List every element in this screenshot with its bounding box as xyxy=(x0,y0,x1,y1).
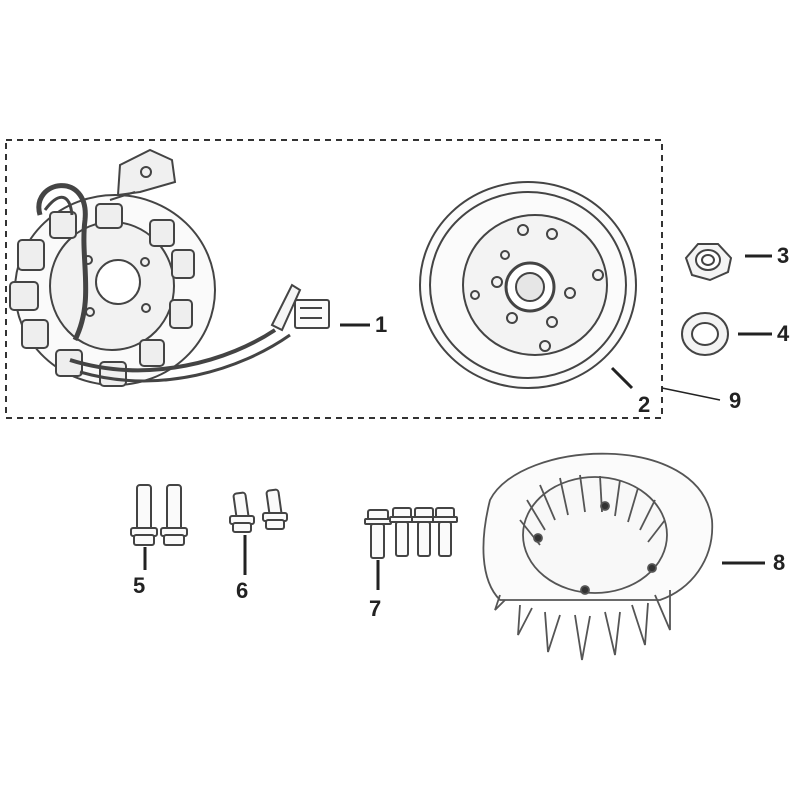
callout-4: 4 xyxy=(777,321,790,346)
washer xyxy=(681,312,729,356)
callout-6: 6 xyxy=(236,578,249,603)
hex-flange-nut xyxy=(684,243,733,282)
callout-5: 5 xyxy=(133,573,146,598)
callout-1: 1 xyxy=(375,312,388,337)
leader-line-9 xyxy=(661,387,721,401)
callout-7: 7 xyxy=(369,596,382,621)
callout-9: 9 xyxy=(729,388,742,413)
flange-bolt-set-of-four xyxy=(364,507,458,559)
cooling-fan xyxy=(482,452,714,661)
flywheel-rotor xyxy=(419,181,637,389)
stator-coil-assembly xyxy=(9,148,330,387)
flange-bolt-pair-short xyxy=(229,488,288,533)
callout-8: 8 xyxy=(773,550,786,575)
callout-3: 3 xyxy=(777,243,790,268)
callout-2: 2 xyxy=(638,392,651,417)
flange-bolt-pair-long xyxy=(130,484,188,546)
assembly-frame xyxy=(5,139,663,419)
leader-lines xyxy=(143,254,772,590)
